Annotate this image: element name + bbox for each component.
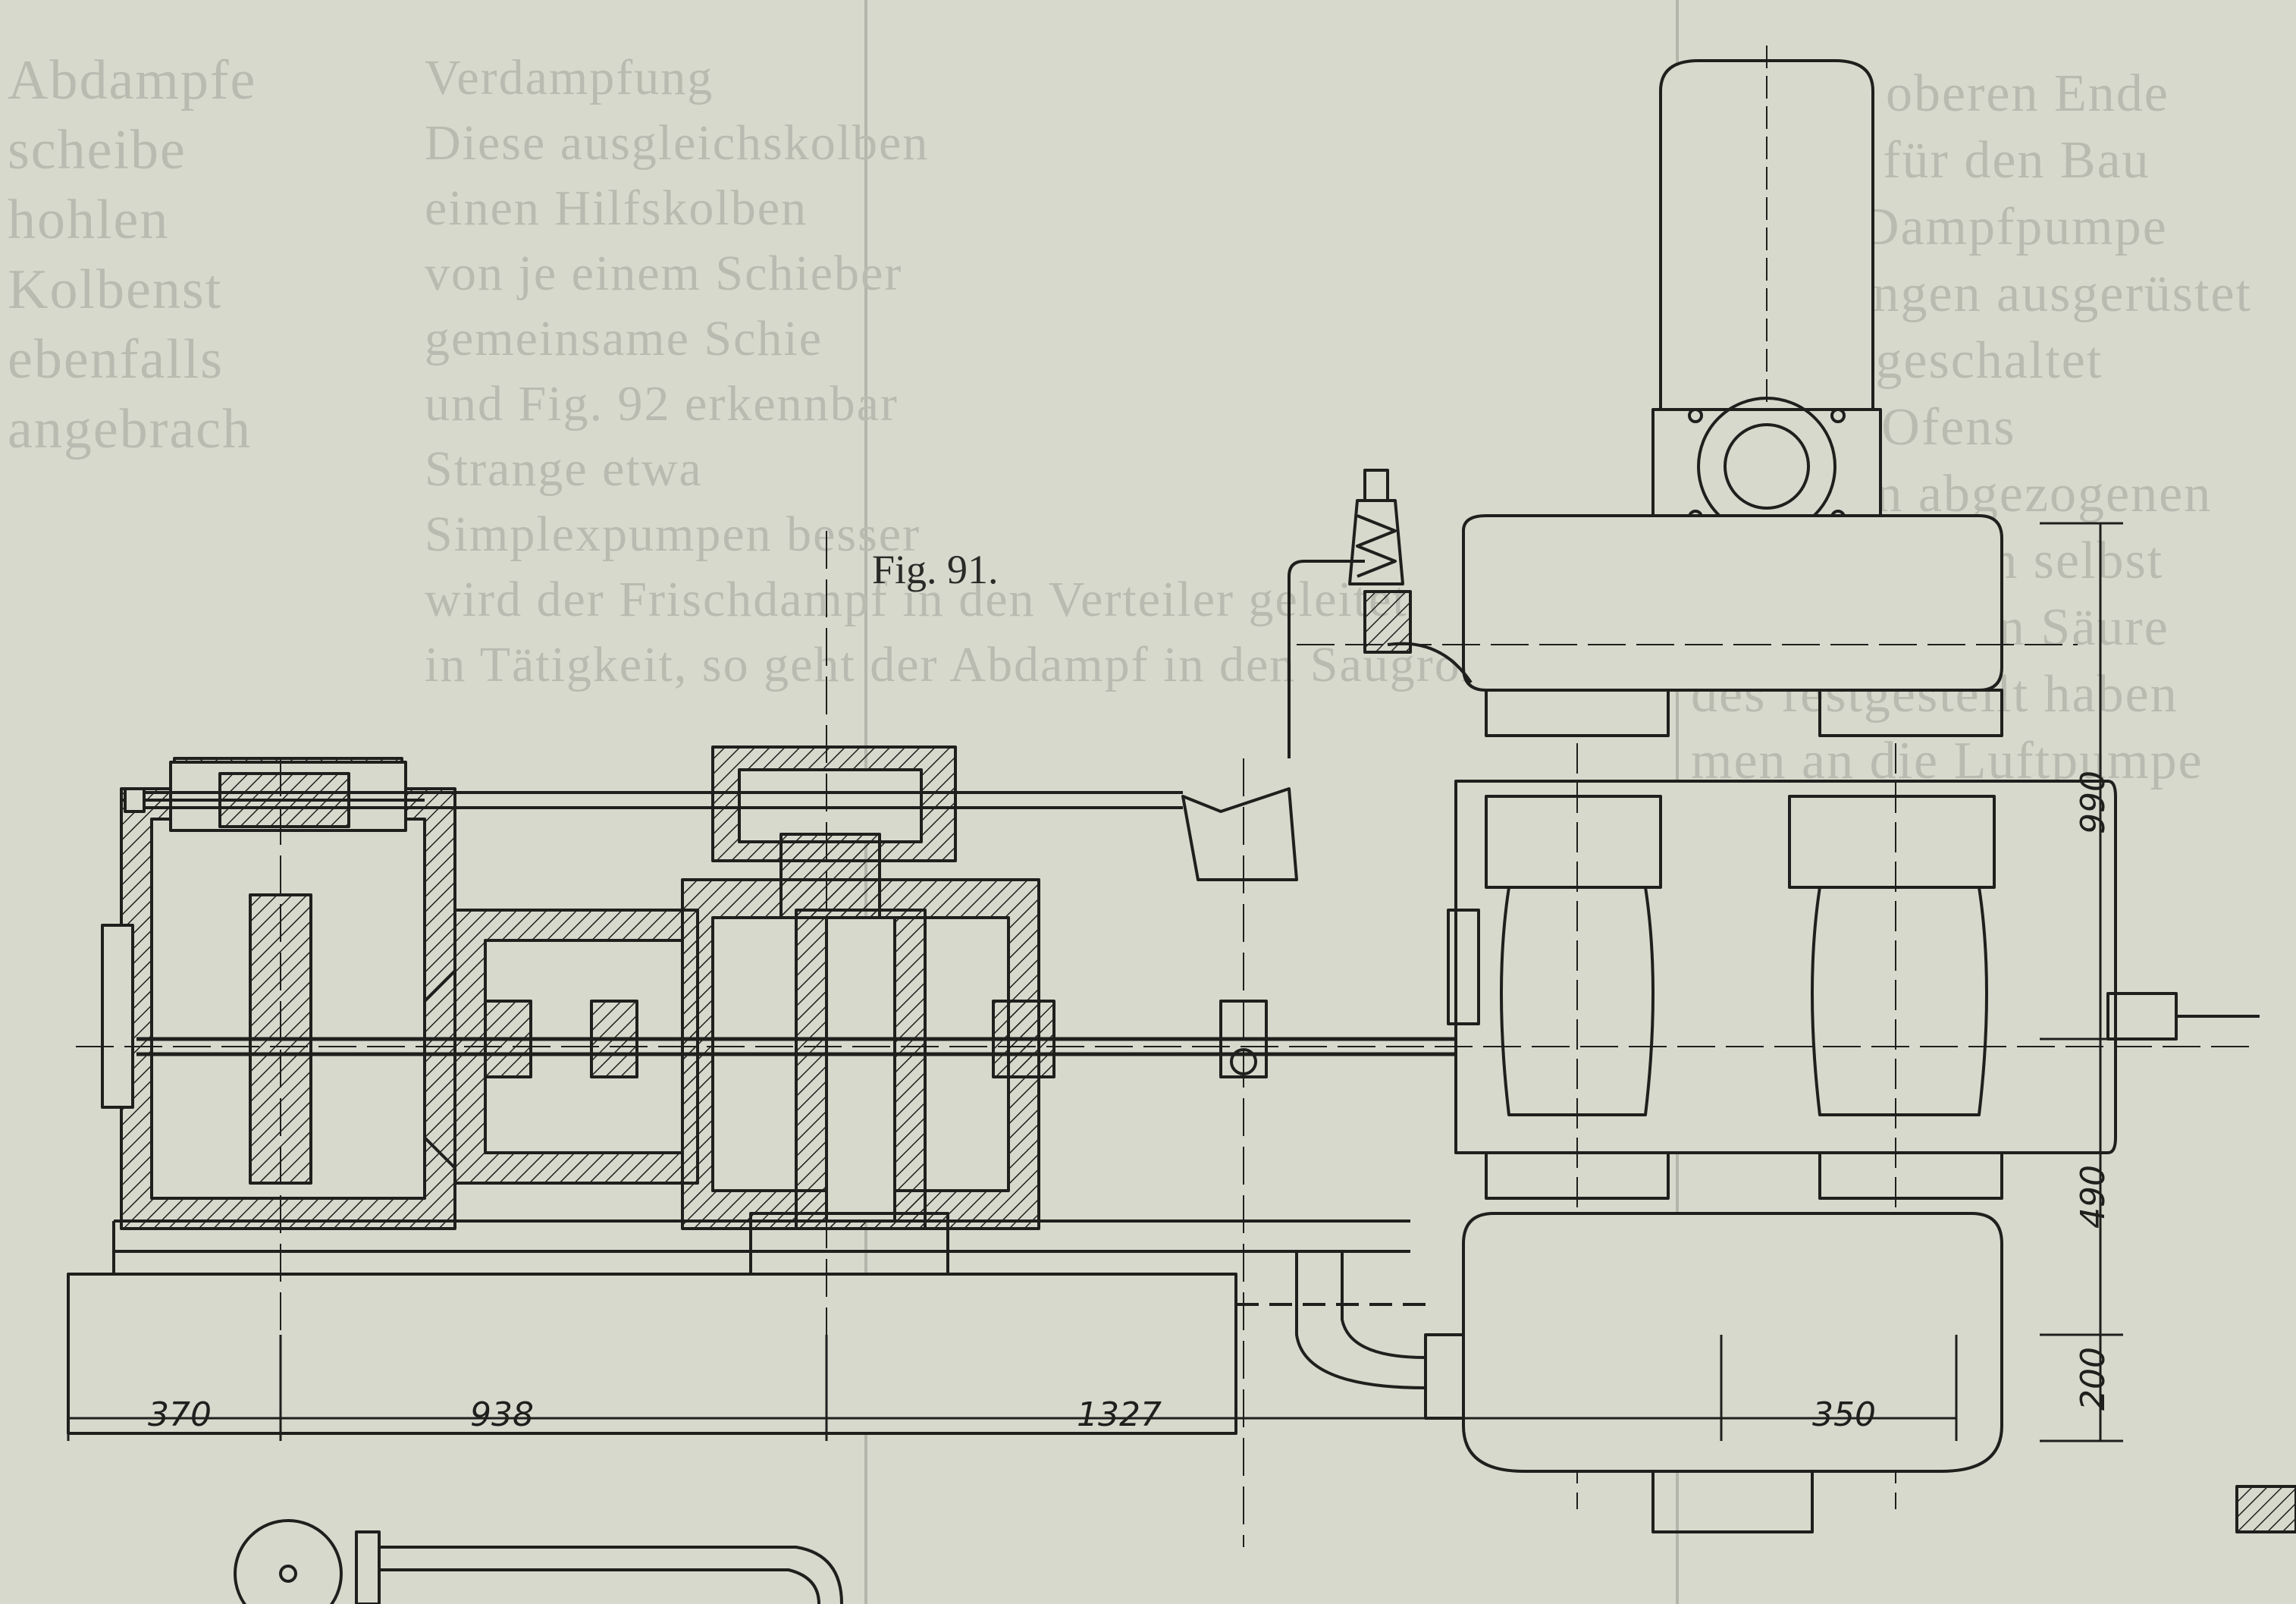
bleed-text-middle-column: Verdampfung Diese ausgleichskolben einen… [425, 46, 1725, 698]
bleed-line: hohlen [8, 189, 170, 251]
bleed-line: scheibe [8, 119, 187, 181]
dim-370: 370 [148, 1395, 212, 1434]
bleed-line: angebrach [8, 398, 252, 460]
crosshead-lever [1181, 787, 1298, 1078]
center-lines [76, 531, 2260, 1547]
dim-1327: 1327 [1077, 1395, 1162, 1434]
lower-partial-view [234, 1519, 843, 1604]
figure-caption: Fig. 91. [872, 547, 999, 592]
bleed-line: ebenfalls [8, 328, 224, 391]
relief-valve [1288, 469, 1412, 758]
dim-938: 938 [470, 1395, 534, 1434]
dimension-labels: 370 938 1327 350 990 490 200 [148, 771, 2113, 1434]
dim-490: 490 [2074, 1165, 2113, 1229]
dimension-chain-vertical [2040, 522, 2123, 1442]
valve-chest-left [121, 761, 425, 832]
dim-350: 350 [1812, 1395, 1876, 1434]
bleed-line: gemeinsame Schie [425, 311, 823, 366]
bleed-line: Abdampfe [8, 49, 257, 111]
valve-rod [124, 787, 1183, 813]
pump-upper-body [1387, 514, 2003, 737]
bleed-line: von je einem Schieber [425, 246, 903, 301]
dimension-chain-horizontal [67, 1335, 1958, 1441]
bleed-line: Kolbenst [8, 259, 223, 321]
piston-rod [136, 1000, 1463, 1078]
bleed-line: Strange etwa [425, 441, 703, 497]
base-plate [67, 1219, 1433, 1435]
bleed-line: Verdampfung [425, 50, 714, 105]
right-edge-fragment [2235, 1485, 2296, 1533]
bleed-line: Simplexpumpen besser [425, 507, 921, 562]
dim-990: 990 [2074, 771, 2113, 834]
bleed-line: Diese ausgleichskolben [425, 115, 930, 171]
pump-lower-body [1295, 1151, 2003, 1533]
bleed-line: wird der Frischdampf in den Verteiler ge… [425, 572, 1408, 627]
valve-chest-center [711, 745, 957, 919]
dim-200: 200 [2074, 1347, 2113, 1411]
bleed-line: einen Hilfskolben [425, 180, 808, 236]
air-vessel [1651, 46, 1882, 536]
bleed-line: und Fig. 92 erkennbar [425, 376, 899, 432]
bleed-text-left-column: Abdampfe scheibe hohlen Kolbenst ebenfal… [8, 46, 256, 464]
